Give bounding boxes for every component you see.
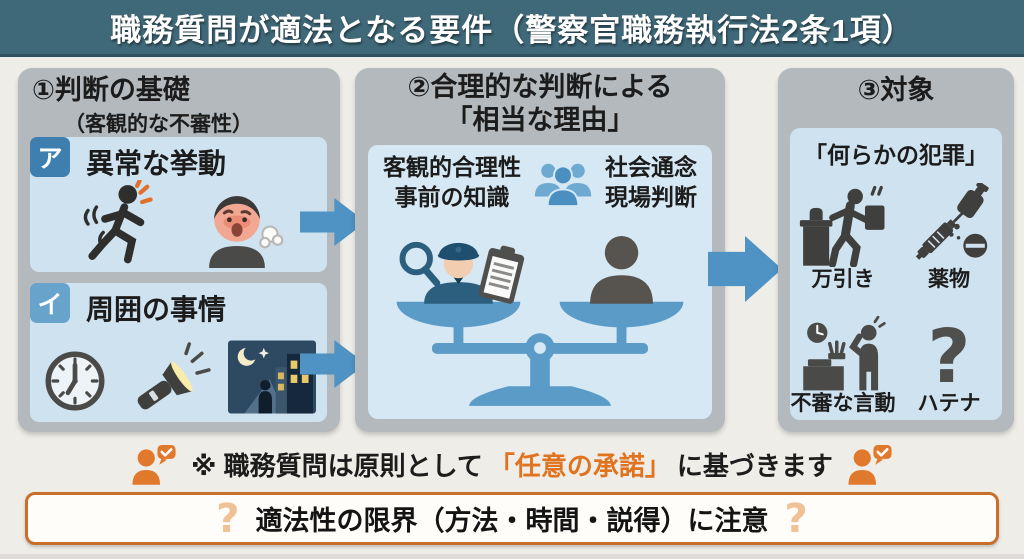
bottom-edge-strip [0,554,1024,559]
target-inner-box: 「何らかの犯罪」 [790,128,1002,420]
target-heading: 「何らかの犯罪」 [804,142,988,168]
caution-box: ? 適法性の限界（方法・時間・説得）に注意 ? [25,492,999,545]
target-item-hatena: ? ハテナ [896,294,1002,418]
header-bar: 職務質問が適法となる要件（警察官職務執行法2条1項） [0,0,1024,57]
page-title: 職務質問が適法となる要件（警察官職務執行法2条1項） [110,12,914,48]
clock-icon [45,351,104,411]
shoplifting-icon [799,185,885,267]
target-item-drugs: 薬物 [896,170,1002,294]
balance-scale-icon [396,235,684,406]
consent-note: ※ 職務質問は原則として「任意の承諾」に基づきます [0,438,1024,490]
caution-question-icon: ? [216,495,240,542]
suspicious-behavior-label: 不審な言動 [790,391,896,415]
panel-target-title: ③対象 [857,75,935,105]
judgment-text-row: 客観的合理性 事前の知識 社会通念 現場判断 [368,153,712,213]
basis-item-abnormal-behavior: ア 異常な挙動 [30,137,327,272]
question-mark-icon: ? [927,314,971,401]
caution-question-icon: ? [784,495,808,542]
judgment-left-text: 客観的合理性 事前の知識 [383,154,521,210]
panel-basis: ①判断の基礎 （客観的な不審性） ア 異常な挙動 [18,68,340,432]
basis-item-surroundings: イ 周囲の事情 [30,283,327,422]
consent-note-text: ※ 職務質問は原則として「任意の承諾」に基づきます [191,446,833,483]
abnormal-behavior-label: 異常な挙動 [86,148,227,179]
drugs-icon [915,182,989,260]
note-suffix: に基づきます [676,450,833,481]
badge-a: ア [30,137,70,177]
note-highlight: 「任意の承諾」 [488,450,671,481]
target-item-suspicious: 不審な言動 [790,294,896,418]
caution-text: 適法性の限界（方法・時間・説得）に注意 [255,506,769,536]
consent-person-icon [848,445,892,485]
flashlight-icon [137,342,211,410]
target-grid: 万引き [790,170,1002,418]
abnormal-behavior-icons [30,180,327,268]
panel-basis-title: ①判断の基礎 [32,75,190,105]
hatena-label: ハテナ [917,391,981,415]
judgment-right-text: 社会通念 現場判断 [605,154,697,210]
panel-judgment: ②合理的な判断による 「相当な理由」 客観的合理性 事前の知識 社会通念 [355,68,725,432]
surroundings-label: 周囲の事情 [86,294,227,325]
night-street-icon [227,340,316,414]
anxious-person-icon [208,196,283,268]
panel-judgment-title-line2: 「相当な理由」 [445,105,635,135]
clipboard-icon [478,245,525,304]
panel-target: ③対象 「何らかの犯罪」 [778,68,1014,432]
target-item-shoplifting: 万引き [790,170,896,294]
suspicious-behavior-icon [803,315,886,391]
note-prefix: ※ 職務質問は原則として [191,450,483,481]
panel-judgment-title-line1: ②合理的な判断による [407,72,673,102]
shoplifting-label: 万引き [811,267,875,291]
balance-scale-illustration [373,217,707,419]
person-silhouette-icon [590,235,653,304]
judgment-inner-box: 客観的合理性 事前の知識 社会通念 現場判断 [368,145,712,419]
police-officer-icon [399,241,493,304]
badge-b: イ [30,283,70,323]
running-person-icon [83,180,153,264]
panel-basis-subtitle: （客観的な不審性） [64,113,253,136]
drugs-label: 薬物 [928,267,970,291]
people-group-icon [534,163,592,207]
consent-person-icon [132,445,176,485]
surroundings-icons [30,340,327,414]
